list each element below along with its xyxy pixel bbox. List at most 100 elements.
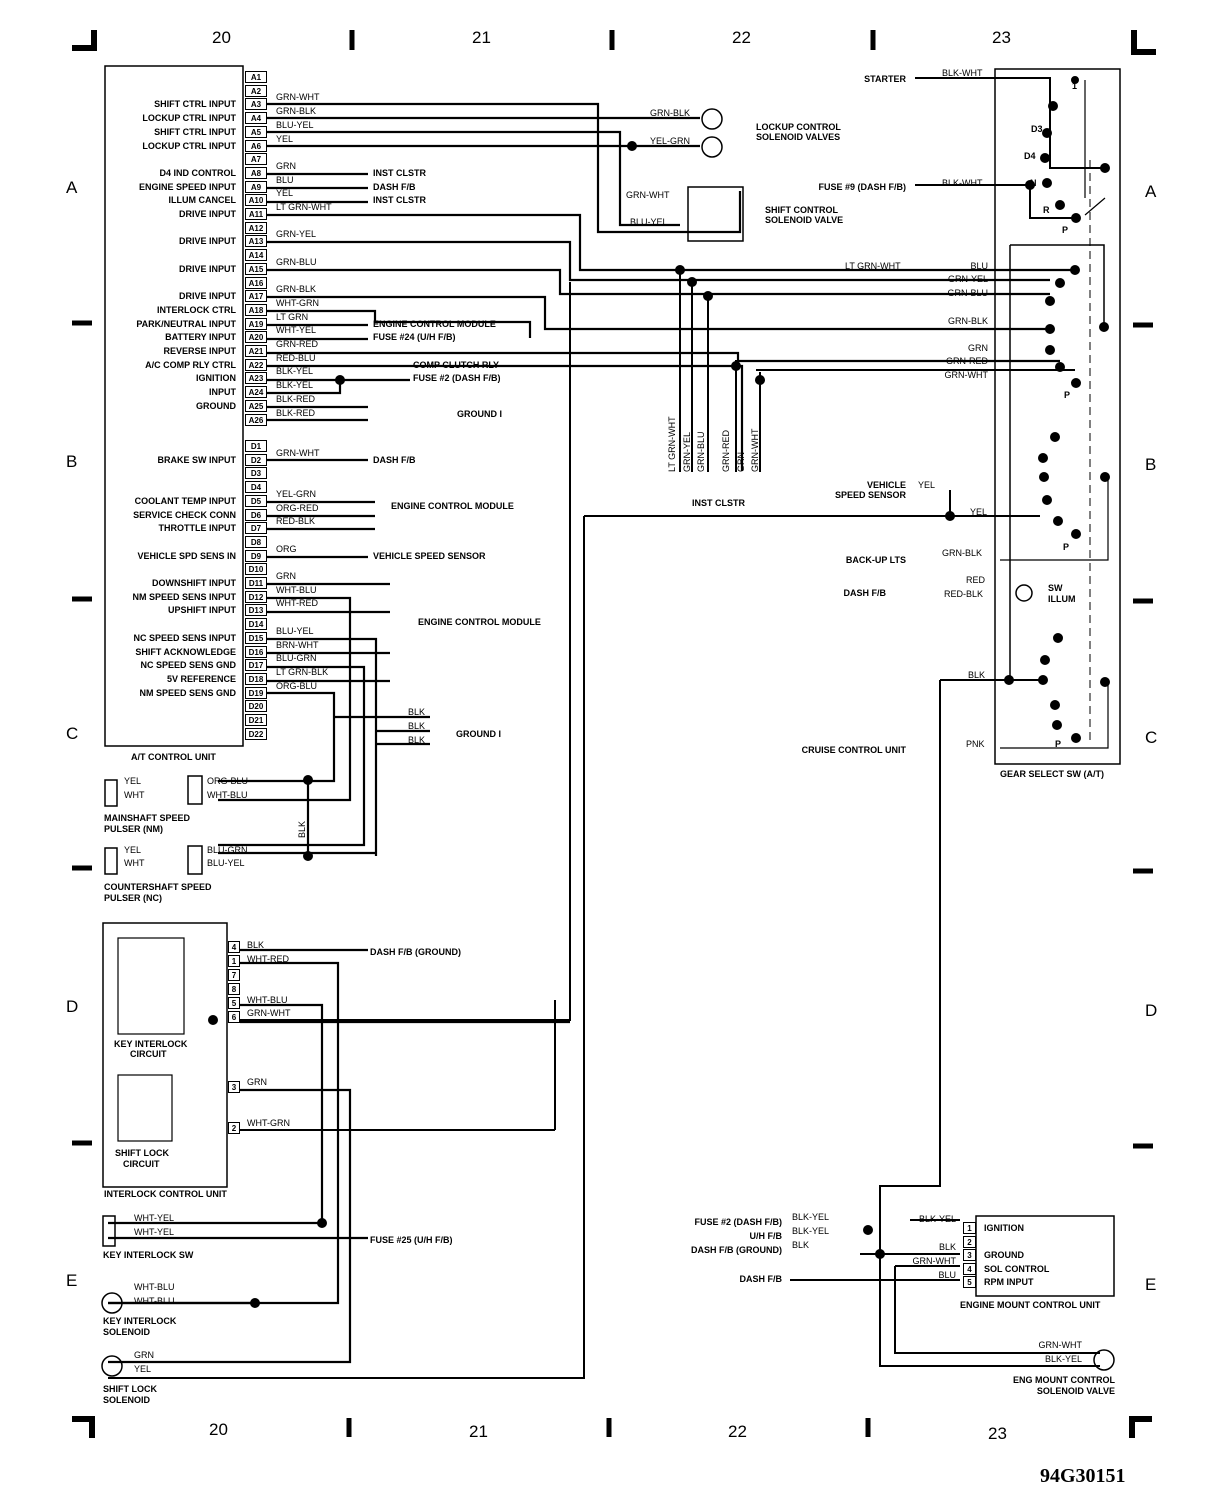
sw-illum-label-2: ILLUM — [1048, 594, 1076, 604]
pin-function-label: GROUND — [196, 400, 236, 411]
pin-function-label: ENGINE SPEED INPUT — [138, 181, 236, 192]
pin-function-label: DRIVE INPUT — [178, 263, 236, 274]
component-symbols — [101, 108, 1115, 1377]
at-control-unit-title: A/T CONTROL UNIT — [131, 752, 216, 762]
pin-d6: D6 — [245, 508, 267, 521]
gear-p-label-1: P — [1064, 390, 1071, 400]
em-sol-label-2: SOLENOID VALVE — [1036, 1386, 1115, 1396]
shift-circuit-label-2: CIRCUIT — [123, 1159, 160, 1169]
pin-function-label: NC SPEED SENS GND — [140, 660, 236, 671]
drive-wire-grnyel: GRN-YEL — [947, 274, 988, 284]
pin-destination: INST CLSTR — [373, 167, 426, 178]
grid-col-22-top: 22 — [732, 28, 751, 47]
inst-clstr-wire-3: GRN-BLU — [696, 431, 706, 472]
gear-select-box — [994, 68, 1121, 765]
ground-wire-1: BLK — [408, 707, 426, 717]
pin-function-label: INTERLOCK CTRL — [157, 304, 236, 315]
pin-function-label: NM SPEED SENS INPUT — [132, 591, 236, 602]
engine-mount-box — [975, 1215, 1115, 1297]
key-sol-wire-1: WHT-BLU — [134, 1282, 175, 1292]
pin-wire-color: WHT-BLU — [276, 584, 317, 595]
pin-function-label: SHIFT CTRL INPUT — [154, 99, 236, 110]
nm-wire-wht: WHT — [124, 790, 145, 800]
pin-function-label: SERVICE CHECK CONN — [133, 509, 236, 520]
interlock-pin-5: 5 — [228, 997, 240, 1009]
nc-harness-2: BLU-YEL — [207, 858, 245, 868]
pin-a23: A23 — [245, 372, 267, 385]
key-interlock-sw-label: KEY INTERLOCK SW — [103, 1250, 194, 1260]
lockup-solenoid-label: LOCKUP CONTROL SOLENOID VALVES — [756, 122, 841, 142]
grid-ticks — [72, 30, 1153, 1437]
gear-pos-p: P — [1062, 225, 1069, 235]
grid-row-e-left: E — [66, 1271, 78, 1290]
pin-wire-color: RED-BLK — [276, 516, 316, 527]
engine-mount-title: ENGINE MOUNT CONTROL UNIT — [960, 1300, 1101, 1310]
vss-wire-1: YEL — [918, 480, 936, 490]
pin-wire-color: BLU-YEL — [276, 119, 314, 130]
pin-function-label: NM SPEED SENS GND — [139, 687, 236, 698]
pin-d13: D13 — [245, 604, 267, 617]
pin-wire-color: WHT-GRN — [276, 297, 319, 308]
pin-function-label: NC SPEED SENS INPUT — [133, 632, 236, 643]
key-sol-label-1: KEY INTERLOCK — [103, 1316, 177, 1326]
grid-row-a-left: A — [66, 178, 78, 197]
pin-wire-color: GRN-BLU — [276, 256, 317, 267]
pin-a11: A11 — [245, 208, 267, 220]
pin-wire-color: WHT-RED — [276, 598, 318, 609]
cruise-control-label: CRUISE CONTROL UNIT — [801, 745, 906, 755]
pin-a24: A24 — [245, 386, 267, 399]
inst-clstr-label: INST CLSTR — [692, 498, 745, 508]
engine-mount-pin-label: SOL CONTROL — [984, 1263, 1050, 1274]
pin-function-label: SHIFT CTRL INPUT — [154, 126, 236, 137]
pin-wire-color: YEL — [276, 133, 294, 144]
pin-function-label: THROTTLE INPUT — [158, 523, 237, 534]
pin-d22: D22 — [245, 727, 267, 740]
shift-sol-wire-yel: YEL — [134, 1364, 152, 1374]
em-input-dashfb: DASH F/B — [739, 1274, 783, 1284]
pin-function-label: PARK/NEUTRAL INPUT — [136, 318, 236, 329]
shift-solenoid-label: SHIFT CONTROL SOLENOID VALVE — [765, 205, 844, 225]
interlock-unit-title: INTERLOCK CONTROL UNIT — [104, 1189, 227, 1199]
at-control-unit-box — [104, 65, 244, 747]
cruise-wire: PNK — [966, 739, 985, 749]
pin-destination: DASH F/B — [373, 454, 416, 465]
grid-col-22-bottom: 22 — [728, 1422, 747, 1441]
pin-wire-color: BLU-GRN — [276, 653, 317, 664]
pin-d17: D17 — [245, 659, 267, 672]
key-sw-wire-2: WHT-YEL — [134, 1227, 175, 1237]
em-sol-wire-1: GRN-WHT — [1038, 1340, 1083, 1350]
interlock-pin-3: 3 — [228, 1081, 240, 1093]
drive-wire-grn: GRN — [968, 343, 988, 353]
at-unit-wires — [218, 102, 1075, 856]
pin-wire-color: RED-BLU — [276, 352, 316, 363]
illum-wire-red: RED — [966, 575, 986, 585]
pin-d18: D18 — [245, 672, 267, 685]
interlock-pin-4: 4 — [228, 941, 240, 953]
pin-d16: D16 — [245, 645, 267, 658]
pin-wire-color: YEL — [276, 188, 294, 199]
drive-wire-blu: BLU — [970, 261, 988, 271]
pin-a14: A14 — [245, 249, 267, 262]
vss-wire-2: YEL — [970, 507, 988, 517]
pin-a12: A12 — [245, 221, 267, 234]
lockup-wire-1: GRN-BLK — [650, 108, 691, 118]
engine-mount-pin-1: 1 — [963, 1222, 976, 1234]
em-input-wire-3: BLK — [792, 1240, 810, 1250]
lockup-wire-2: YEL-GRN — [650, 136, 691, 146]
engine-mount-pin-3: 3 — [963, 1249, 976, 1261]
pin-a26: A26 — [245, 413, 267, 426]
shift-sol-wire-grn: GRN — [134, 1350, 154, 1360]
pin-a20: A20 — [245, 331, 267, 344]
pin-wire-color: LT GRN-BLK — [276, 666, 329, 677]
inst-clstr-wire-4: GRN-RED — [721, 430, 731, 472]
pin-function-label: REVERSE INPUT — [163, 346, 236, 356]
pin-a18: A18 — [245, 303, 267, 316]
pin-a22: A22 — [245, 358, 267, 371]
inst-clstr-wire-6: GRN-WHT — [750, 428, 760, 473]
engine-mount-pin-label: GROUND — [984, 1250, 1024, 1260]
ecm-label-lower: ENGINE CONTROL MODULE — [418, 617, 541, 627]
pin-a3: A3 — [245, 98, 267, 111]
gear-pos-n: N — [1030, 178, 1037, 188]
pin-a25: A25 — [245, 399, 267, 412]
pin-a16: A16 — [245, 276, 267, 289]
